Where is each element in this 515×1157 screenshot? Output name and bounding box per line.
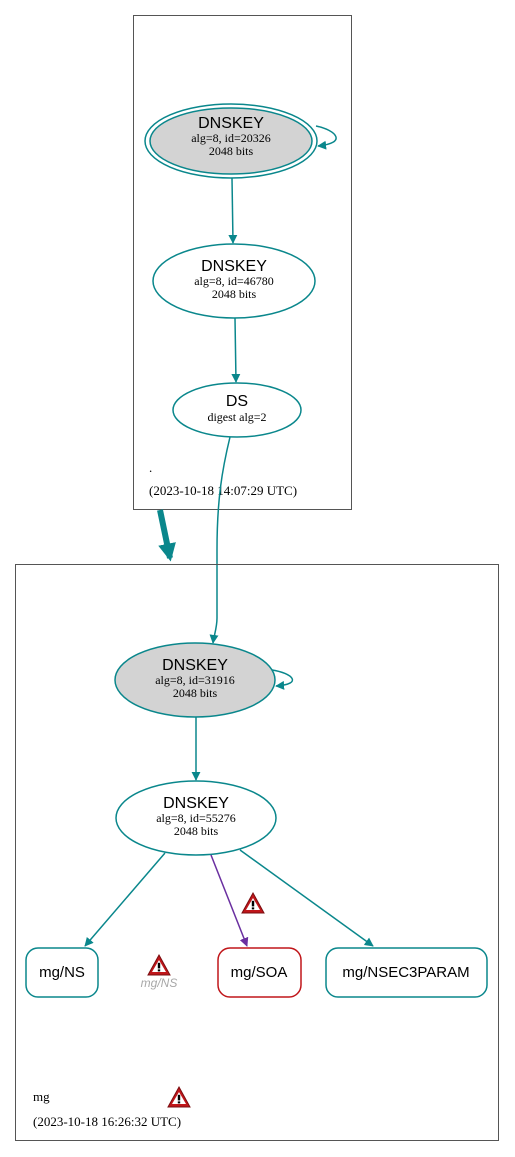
- zone-mg-timestamp: (2023-10-18 16:26:32 UTC): [33, 1114, 181, 1129]
- node-detail-label: alg=8, id=55276: [156, 811, 236, 825]
- ds-node-root[interactable]: DS digest alg=2: [172, 382, 302, 438]
- warning-icon[interactable]: [241, 892, 265, 914]
- self-signature-edge: [315, 125, 337, 150]
- signature-edge: [239, 849, 374, 947]
- node-detail-label: 2048 bits: [209, 144, 254, 158]
- warning-icon: [147, 954, 171, 976]
- zone-mg-border: [15, 564, 499, 1141]
- node-type-label: DNSKEY: [198, 115, 264, 132]
- zone-root-timestamp: (2023-10-18 14:07:29 UTC): [149, 483, 297, 498]
- rrset-node-mg-soa[interactable]: mg/SOA: [217, 947, 302, 998]
- rrset-label: mg/NS: [141, 976, 178, 990]
- zone-mg-name: mg: [33, 1089, 50, 1104]
- zone-root: . (2023-10-18 14:07:29 UTC): [133, 15, 352, 510]
- signature-edge: [228, 177, 238, 244]
- rrset-label: mg/NS: [39, 964, 85, 981]
- dnskey-node-root-zsk[interactable]: DNSKEY alg=8, id=46780 2048 bits: [152, 243, 316, 319]
- rrset-label: mg/NSEC3PARAM: [342, 964, 469, 981]
- zone-root-border: [133, 15, 352, 510]
- node-type-label: DNSKEY: [163, 795, 229, 812]
- node-detail-label: 2048 bits: [173, 686, 218, 700]
- node-detail-label: 2048 bits: [212, 287, 257, 301]
- warning-icon[interactable]: [167, 1086, 191, 1108]
- node-detail-label: alg=8, id=20326: [191, 131, 271, 145]
- dnskey-node-root-ksk[interactable]: DNSKEY alg=8, id=20326 2048 bits: [144, 103, 318, 179]
- signature-edge: [231, 317, 241, 383]
- self-signature-edge: [271, 669, 294, 690]
- node-type-label: DNSKEY: [201, 258, 267, 275]
- signature-edge: [84, 852, 166, 947]
- zone-root-name: .: [149, 460, 152, 475]
- ds-digest-edge: [209, 436, 231, 644]
- dnskey-node-mg-ksk[interactable]: DNSKEY alg=8, id=31916 2048 bits: [114, 642, 276, 718]
- missing-rrset-node-mg-ns[interactable]: mg/NS: [141, 954, 178, 990]
- signature-edge-warning: [210, 854, 249, 947]
- zone-mg: mg (2023-10-18 16:26:32 UTC): [15, 564, 499, 1141]
- rrset-node-mg-nsec3param[interactable]: mg/NSEC3PARAM: [325, 947, 488, 998]
- node-type-label: DS: [226, 393, 248, 410]
- node-detail-label: 2048 bits: [174, 824, 219, 838]
- rrset-label: mg/SOA: [231, 964, 288, 981]
- dnskey-node-mg-zsk[interactable]: DNSKEY alg=8, id=55276 2048 bits: [115, 780, 277, 856]
- node-type-label: DNSKEY: [162, 657, 228, 674]
- node-detail-label: alg=8, id=46780: [194, 274, 274, 288]
- delegation-edge: [157, 509, 176, 562]
- node-detail-label: alg=8, id=31916: [155, 673, 235, 687]
- node-detail-label: digest alg=2: [207, 410, 266, 424]
- rrset-node-mg-ns[interactable]: mg/NS: [25, 947, 99, 998]
